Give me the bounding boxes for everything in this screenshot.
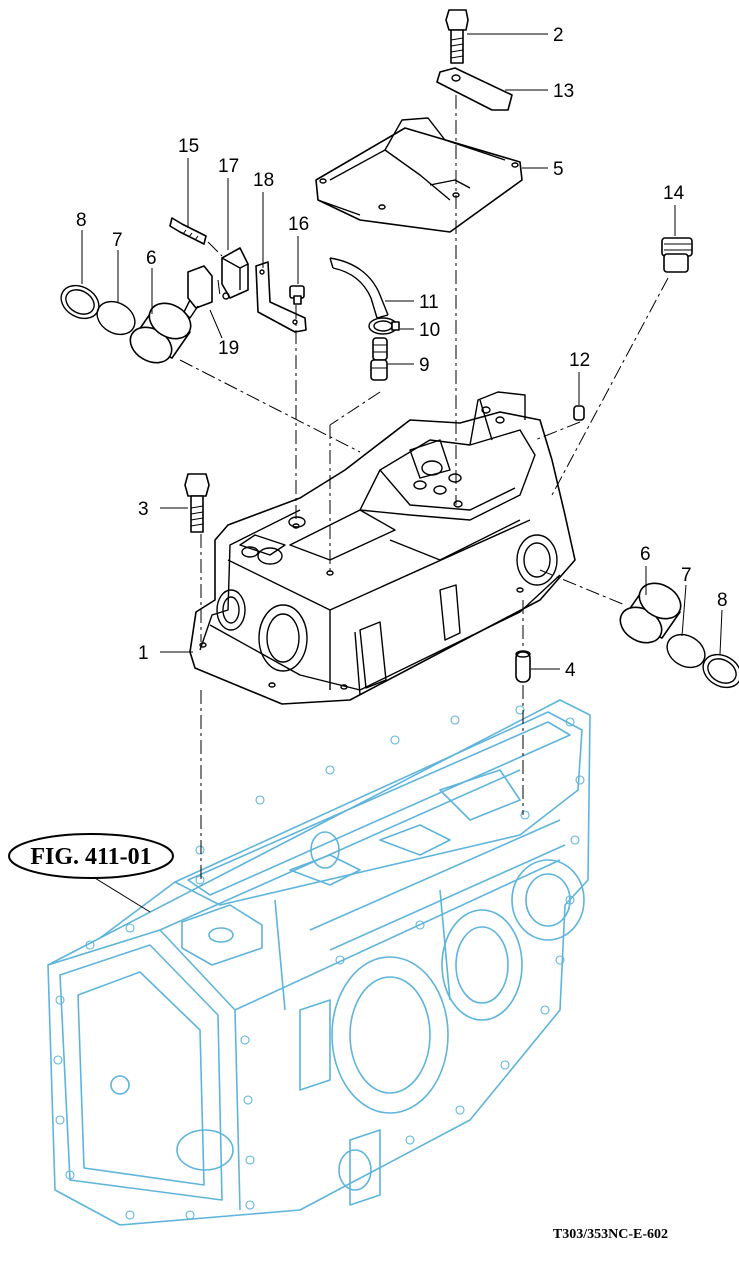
callout-19: 19 bbox=[218, 338, 239, 359]
callout-12: 12 bbox=[569, 350, 590, 371]
callout-3: 3 bbox=[138, 499, 149, 520]
transmission-housing-ghost bbox=[47, 699, 591, 1226]
callout-2: 2 bbox=[553, 25, 564, 46]
bolt-part-16 bbox=[289, 285, 305, 305]
callout-1: 1 bbox=[138, 643, 149, 664]
callout-18: 18 bbox=[253, 170, 274, 191]
bolt-part-3 bbox=[184, 473, 210, 533]
actuator-part-19 bbox=[183, 265, 213, 319]
callout-7-right: 7 bbox=[681, 565, 692, 586]
callout-4: 4 bbox=[565, 660, 576, 681]
callout-8-right: 8 bbox=[717, 590, 728, 611]
callout-17: 17 bbox=[218, 156, 239, 177]
callout-10: 10 bbox=[419, 320, 440, 341]
fitting-part-9 bbox=[370, 337, 388, 381]
bushing-part-6-left bbox=[129, 302, 192, 364]
callout-14: 14 bbox=[663, 183, 685, 204]
callout-5: 5 bbox=[553, 159, 564, 180]
plate-part-13 bbox=[436, 67, 513, 111]
breather-part-14 bbox=[661, 237, 693, 273]
callout-labels: 2 13 5 15 17 18 16 8 7 6 19 11 10 9 12 1… bbox=[76, 25, 728, 681]
assembly-centerlines bbox=[179, 95, 669, 880]
callout-15: 15 bbox=[178, 136, 199, 157]
callout-6-left: 6 bbox=[146, 248, 157, 269]
figure-reference-text: FIG. 411-01 bbox=[30, 844, 151, 870]
pin-part-4 bbox=[515, 650, 531, 683]
bolt-part-2 bbox=[445, 9, 469, 64]
bushing-part-6-right bbox=[619, 582, 682, 644]
drawing-code: T303/353NC-E-602 bbox=[553, 1227, 668, 1242]
callout-8-left: 8 bbox=[76, 210, 87, 231]
top-cover-part-5 bbox=[315, 117, 523, 233]
callout-13: 13 bbox=[553, 81, 574, 102]
plug-part-12 bbox=[573, 405, 585, 421]
screw-part-15 bbox=[169, 217, 207, 245]
callout-leaders bbox=[81, 33, 723, 913]
bracket-part-18 bbox=[255, 261, 307, 333]
figure-reference-badge: FIG. 411-01 bbox=[8, 833, 174, 879]
hose-part-11 bbox=[329, 257, 389, 319]
callout-11: 11 bbox=[419, 292, 439, 313]
callout-9: 9 bbox=[419, 355, 430, 376]
cover-housing-part-1 bbox=[189, 391, 576, 705]
clamp-part-10 bbox=[368, 317, 400, 335]
callout-6-right: 6 bbox=[640, 544, 651, 565]
callout-16: 16 bbox=[288, 214, 309, 235]
callout-7-left: 7 bbox=[112, 230, 123, 251]
ring-part-8-left bbox=[60, 284, 100, 320]
switch-part-17 bbox=[221, 247, 249, 300]
o-ring-part-7-right bbox=[666, 633, 706, 669]
ring-part-8-right bbox=[702, 653, 739, 689]
